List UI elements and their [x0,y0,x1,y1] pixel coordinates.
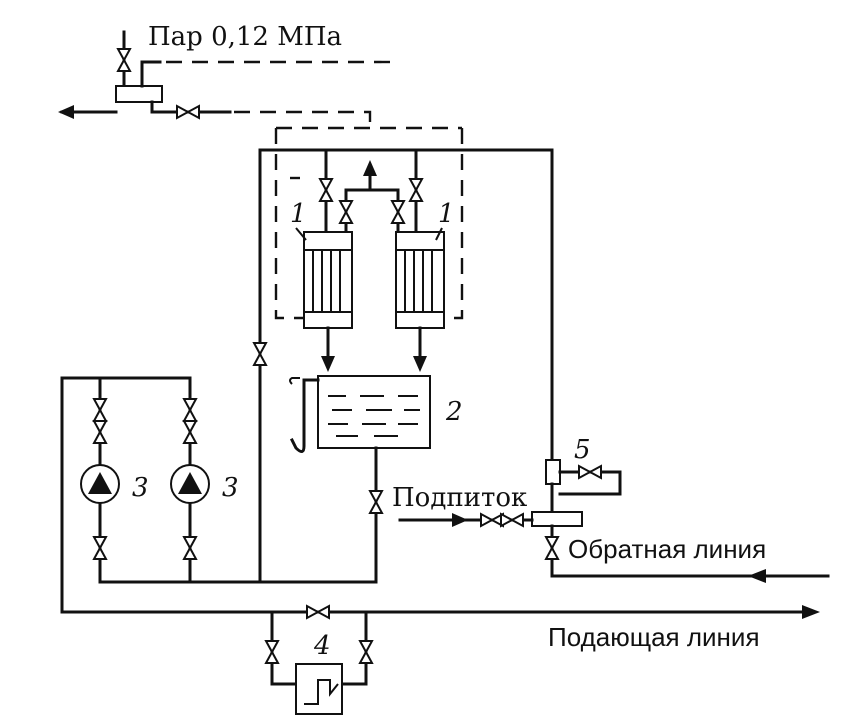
steam-outlet-arrow [58,105,74,119]
heater-right-inlet-valve [409,178,423,202]
makeup-arrow [452,513,468,527]
makeup-label: Подпиток [392,483,527,513]
steam-inlet [58,30,390,128]
storage-tank [289,375,431,453]
heater-right-vent-valve [391,200,405,224]
pump-left-number: 3 [132,473,149,503]
pump-right-discharge-valve-a [183,398,197,422]
pump-right-number: 3 [222,473,239,503]
makeup-valve-a [480,513,504,527]
tank-outlet-line [98,446,383,584]
exchanger-outlet-valve [359,640,373,664]
pump-right-discharge-valve-b [183,420,197,444]
mixing-tee [531,511,583,527]
return-line-valve [545,536,559,560]
heater-right [395,231,445,372]
return-line-label: Обратная линия [568,534,766,564]
pump-left-discharge-valve-a [93,398,107,422]
steam-heater-loop [274,126,464,320]
pump-right [170,464,210,504]
pump-left [80,464,120,504]
return-line [531,459,830,583]
heat-exchanger [265,610,373,715]
supply-line [60,605,820,619]
regulator-valve [578,465,602,479]
heater-left-number: 1 [290,199,307,229]
steam-line-valve [176,105,200,119]
tank-outlet-valve [369,490,383,514]
supply-line-valve [306,605,330,619]
exchanger-inlet-valve [265,640,279,664]
tank-number: 2 [445,397,463,427]
pressure-regulator [545,459,561,485]
supply-arrow [802,605,820,619]
steam-label: Пар 0,12 МПа [148,22,342,52]
pump-right-suction-valve [183,536,197,560]
regulator-number: 5 [574,435,591,465]
pump-left-suction-valve [93,536,107,560]
makeup-line [398,513,534,527]
heater-water-loop [253,148,554,584]
heater-left-inlet-valve [319,178,333,202]
pump-left-discharge-valve-b [93,420,107,444]
steam-distributor [115,85,163,103]
return-arrow [748,569,766,583]
pump-group [60,376,210,614]
steam-inlet-valve [117,48,131,72]
makeup-valve-b [500,513,524,527]
exchanger-number: 4 [313,631,331,661]
heater-left [303,231,353,372]
supply-line-label: Подающая линия [548,622,760,652]
vent-arrow [363,160,377,176]
bypass-valve [253,342,267,366]
heater-left-vent-valve [339,200,353,224]
heater-right-number: 1 [438,199,455,229]
